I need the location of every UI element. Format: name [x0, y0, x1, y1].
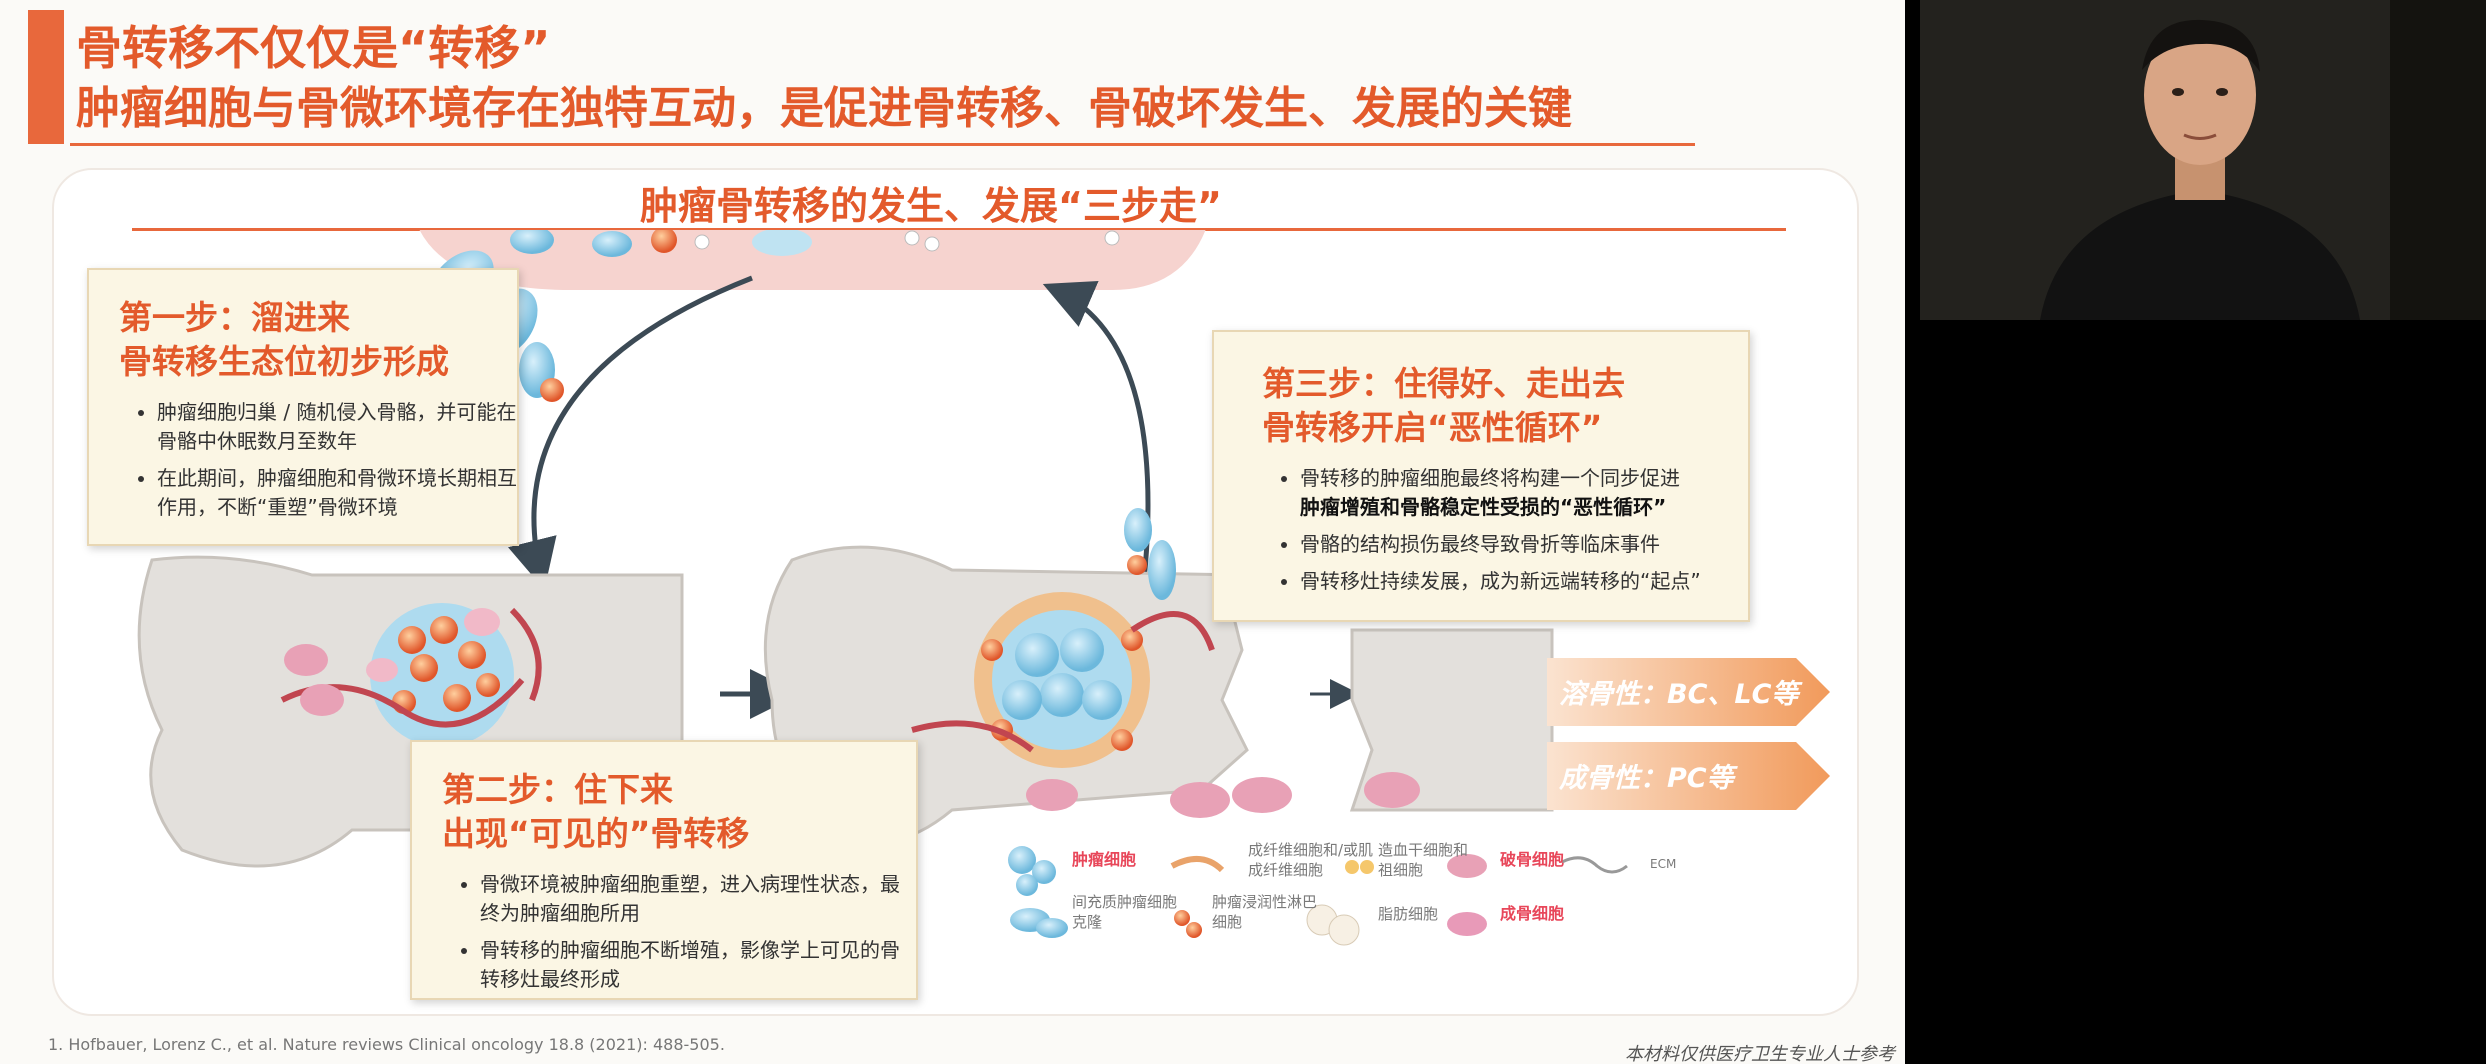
vessel-cells — [510, 230, 1120, 257]
step2-bullet: 骨转移的肿瘤细胞不断增殖，影像学上可见的骨转移灶最终形成 — [480, 936, 916, 994]
step1-subheading: 骨转移生态位初步形成 — [119, 342, 449, 381]
step1-heading: 第一步：溜进来 — [119, 298, 350, 337]
disclaimer: 本材料仅供医疗卫生专业人士参考 — [1625, 1044, 1895, 1064]
step1-bullet: 肿瘤细胞归巢 / 随机侵入骨骼，并可能在骨骼中休眠数月至数年 — [157, 398, 517, 456]
slide-title-line1: 骨转移不仅仅是“转移” — [76, 21, 551, 75]
step2-box: 第二步：住下来 出现“可见的”骨转移 骨微环境被肿瘤细胞重塑，进入病理性状态，最… — [410, 740, 918, 1000]
osteoclasts-bone-2 — [1026, 777, 1292, 818]
homing-arrow — [508, 275, 753, 590]
osteoblastic-tag: 成骨性：PC等 — [1547, 742, 1830, 810]
title-accent-bar — [28, 10, 64, 144]
legend-fibroblast: 成纤维细胞和/或肌成纤维细胞 — [1248, 841, 1374, 879]
legend-osteoclast: 破骨细胞 — [1500, 850, 1565, 869]
panel-subtitle: 肿瘤骨转移的发生、发展“三步走” — [640, 184, 1222, 228]
step2-bullet: 骨微环境被肿瘤细胞重塑，进入病理性状态，最终为肿瘤细胞所用 — [480, 870, 916, 928]
legend-hsc: 造血干细胞和祖细胞 — [1378, 841, 1469, 879]
step3-bullet-line1: 骨转移的肿瘤细胞最终将构建一个同步促进 — [1300, 466, 1680, 490]
osteoclast-bone-3 — [1364, 772, 1420, 808]
step3-bullet: 骨转移灶持续发展，成为新远端转移的“起点” — [1300, 567, 1748, 596]
osteoclasts-bone-1 — [284, 644, 344, 716]
step3-bullet: 骨骼的结构损伤最终导致骨折等临床事件 — [1300, 530, 1748, 559]
reference-footnote: 1. Hofbauer, Lorenz C., et al. Nature re… — [48, 1035, 725, 1054]
presenter-video — [1920, 0, 2486, 320]
legend-mesenchymal: 间充质肿瘤细胞克隆 — [1072, 893, 1178, 931]
legend-osteoblast: 成骨细胞 — [1500, 904, 1565, 923]
bone-3 — [1349, 628, 1554, 812]
step2-heading: 第二步：住下来 — [442, 770, 673, 809]
legend-adipocyte: 脂肪细胞 — [1378, 905, 1439, 923]
presenter-webcam — [1920, 0, 2486, 320]
tumor-cluster-1 — [280, 603, 542, 747]
tumor-cluster-2 — [911, 508, 1215, 768]
step3-subheading: 骨转移开启“恶性循环” — [1262, 408, 1603, 447]
osteoblastic-label: 成骨性：PC等 — [1559, 763, 1734, 794]
step3-bullet-emphasis: 肿瘤增殖和骨骼稳定性受损的“恶性循环” — [1300, 495, 1667, 519]
step1-bullet: 在此期间，肿瘤细胞和骨微环境长期相互作用，不断“重塑”骨微环境 — [157, 464, 517, 522]
legend-ecm: ECM — [1650, 857, 1677, 871]
title-divider — [70, 143, 1695, 146]
step3-heading: 第三步：住得好、走出去 — [1262, 364, 1625, 403]
slide: 骨转移不仅仅是“转移” 肿瘤细胞与骨微环境存在独特互动，是促进骨转移、骨破坏发生… — [0, 0, 1905, 1064]
slide-title-line2: 肿瘤细胞与骨微环境存在独特互动，是促进骨转移、骨破坏发生、发展的关键 — [76, 83, 1572, 134]
legend-lymphocyte: 肿瘤浸润性淋巴细胞 — [1212, 893, 1318, 931]
osteolytic-tag: 溶骨性：BC、LC等 — [1547, 658, 1830, 726]
egress-arrow — [1042, 281, 1151, 601]
osteolytic-label: 溶骨性：BC、LC等 — [1559, 679, 1799, 710]
step3-box: 第三步：住得好、走出去 骨转移开启“恶性循环” 骨转移的肿瘤细胞最终将构建一个同… — [1212, 330, 1750, 622]
legend-tumor-cell: 肿瘤细胞 — [1072, 850, 1137, 869]
step1-box: 第一步：溜进来 骨转移生态位初步形成 肿瘤细胞归巢 / 随机侵入骨骼，并可能在骨… — [87, 268, 519, 546]
step2-subheading: 出现“可见的”骨转移 — [442, 814, 750, 853]
legend-icons — [1008, 846, 1628, 946]
